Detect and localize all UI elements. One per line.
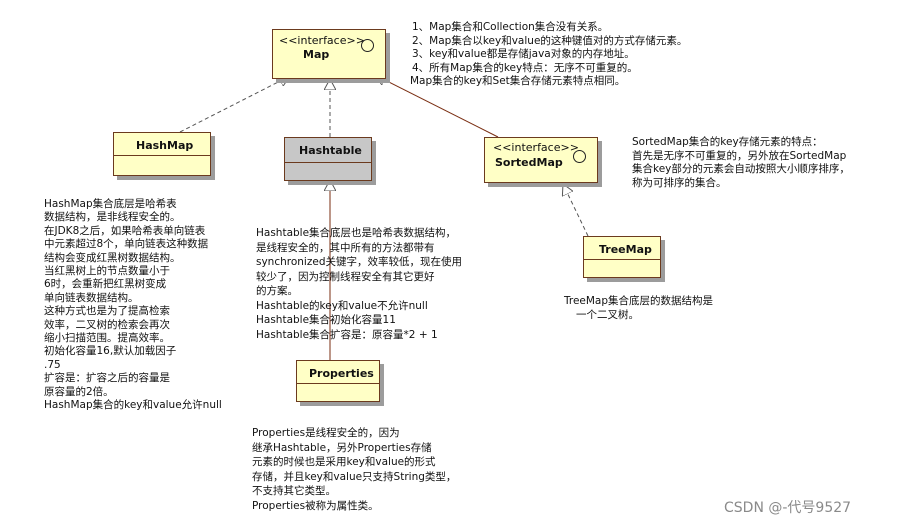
hashtable-note-line: Hashtable集合初始化容量11 xyxy=(256,314,396,326)
properties-divider xyxy=(297,383,379,384)
hashmap-note-line: 缩小扫描范围。提高效率。 xyxy=(44,332,170,345)
hashtable-divider xyxy=(285,162,371,163)
map-note-line: 1、Map集合和Collection集合没有关系。 xyxy=(412,21,609,33)
properties-note-line: 继承Hashtable，另外Properties存储 xyxy=(252,441,432,454)
map-note-line: 2、Map集合以key和value的这种键值对的方式存储元素。 xyxy=(412,34,688,47)
map-interface-box: <<interface>> Map xyxy=(272,29,386,79)
map-stereotype: <<interface>> xyxy=(279,34,365,47)
hashtable-note-line: synchronized关键字，效率较低，现在使用 xyxy=(256,256,462,268)
sortedmap-stereotype: <<interface>> xyxy=(493,141,579,154)
hashmap-note-line: 效率，二叉树的检索会再次 xyxy=(44,318,170,331)
properties-note-line: Properties是线程安全的，因为 xyxy=(252,427,400,439)
sortedmap-note-line: 称为可排序的集合。 xyxy=(632,176,727,189)
map-note-line: 4、所有Map集合的key特点：无序不可重复的。 xyxy=(412,61,638,74)
sortedmap-name: SortedMap xyxy=(495,156,563,169)
hashmap-note-line: 当红黑树上的节点数量小于 xyxy=(44,265,170,278)
treemap-divider xyxy=(584,259,660,260)
hashmap-note-line: 中元素超过8个，单向链表这种数据 xyxy=(44,238,209,251)
hashtable-note: Hashtable集合底层也是哈希表数据结构， 是线程安全的，其中所有的方法都带… xyxy=(256,226,462,342)
properties-note: Properties是线程安全的，因为 继承Hashtable，另外Proper… xyxy=(252,426,456,513)
hashmap-note-line: 原容量的2倍。 xyxy=(44,385,114,398)
hashmap-note-line: 初始化容量16,默认加载因子 xyxy=(44,345,177,358)
hashtable-class-box: Hashtable xyxy=(284,137,372,181)
csdn-watermark: CSDN @-代号9527 xyxy=(724,500,852,516)
properties-note-line: Properties被称为属性类。 xyxy=(252,499,379,512)
treemap-note: TreeMap集合底层的数据结构是 一个二叉树。 xyxy=(564,294,713,322)
sortedmap-note: SortedMap集合的key存储元素的特点： 首先是无序不可重复的，另外放在S… xyxy=(632,136,850,190)
map-name: Map xyxy=(303,48,330,61)
hashmap-note-line: 在JDK8之后，如果哈希表单向链表 xyxy=(44,224,206,237)
sortedmap-extends-map xyxy=(375,75,499,138)
hashmap-note-line: 单向链表数据结构。 xyxy=(44,291,139,304)
properties-class-box: Properties xyxy=(296,360,380,402)
hashmap-note-line: HashMap集合的key和value允许null xyxy=(44,399,222,412)
hashmap-note: HashMap集合底层是哈希表 数据结构，是非线程安全的。 在JDK8之后，如果… xyxy=(44,198,222,413)
sortedmap-note-line: SortedMap集合的key存储元素的特点： xyxy=(632,136,823,148)
hashmap-note-line: .75 xyxy=(44,358,61,371)
treemap-note-line: 一个二叉树。 xyxy=(576,309,639,321)
hashmap-note-line: 这种方式也是为了提高检索 xyxy=(44,305,170,318)
hashmap-note-line: 结构会变成红黑树数据结构。 xyxy=(44,251,181,264)
treemap-implements-sortedmap xyxy=(563,184,589,237)
hashmap-divider xyxy=(114,155,210,156)
hashmap-name: HashMap xyxy=(136,139,194,152)
hashtable-note-line: Hashtable的key和value不允许null xyxy=(256,299,428,312)
properties-note-line: 不支持其它类型。 xyxy=(252,485,336,497)
interface-circle-icon xyxy=(573,150,586,163)
sortedmap-note-line: 首先是无序不可重复的，另外放在SortedMap xyxy=(632,149,847,162)
hashmap-class-box: HashMap xyxy=(113,132,211,176)
properties-note-line: 存储，并且key和value只支持String类型， xyxy=(252,470,457,483)
map-note: 1、Map集合和Collection集合没有关系。 2、Map集合以key和va… xyxy=(410,21,688,89)
treemap-note-line: TreeMap集合底层的数据结构是 xyxy=(564,295,714,307)
hashmap-note-line: 扩容是：扩容之后的容量是 xyxy=(44,372,170,385)
treemap-class-box: TreeMap xyxy=(583,236,661,278)
hashtable-note-line: 的方案。 xyxy=(256,285,298,297)
sortedmap-note-line: 集合key部分的元素会自动按照大小顺序排序， xyxy=(632,163,850,175)
map-note-line: 3、key和value都是存储java对象的内存地址。 xyxy=(412,48,635,60)
hashmap-note-line: 6时，会重新把红黑树变成 xyxy=(44,278,167,291)
hashtable-note-line: 较少了，因为控制线程安全有其它更好 xyxy=(256,270,435,283)
treemap-name: TreeMap xyxy=(599,243,652,256)
hashmap-implements-map xyxy=(179,76,290,133)
hashtable-name: Hashtable xyxy=(299,144,362,157)
hashtable-note-line: 是线程安全的，其中所有的方法都带有 xyxy=(256,241,435,254)
hashtable-note-line: Hashtable集合底层也是哈希表数据结构， xyxy=(256,227,457,239)
properties-name: Properties xyxy=(309,367,374,380)
map-note-line: Map集合的key和Set集合存储元素特点相同。 xyxy=(410,75,626,87)
sortedmap-interface-box: <<interface>> SortedMap xyxy=(484,137,598,183)
properties-note-line: 元素的时候也是采用key和value的形式 xyxy=(252,456,436,468)
hashmap-note-line: HashMap集合底层是哈希表 xyxy=(44,198,177,210)
hashtable-note-line: Hashtable集合扩容是：原容量*2 + 1 xyxy=(256,328,438,341)
hashmap-note-line: 数据结构，是非线程安全的。 xyxy=(44,211,181,224)
interface-circle-icon xyxy=(361,39,374,52)
